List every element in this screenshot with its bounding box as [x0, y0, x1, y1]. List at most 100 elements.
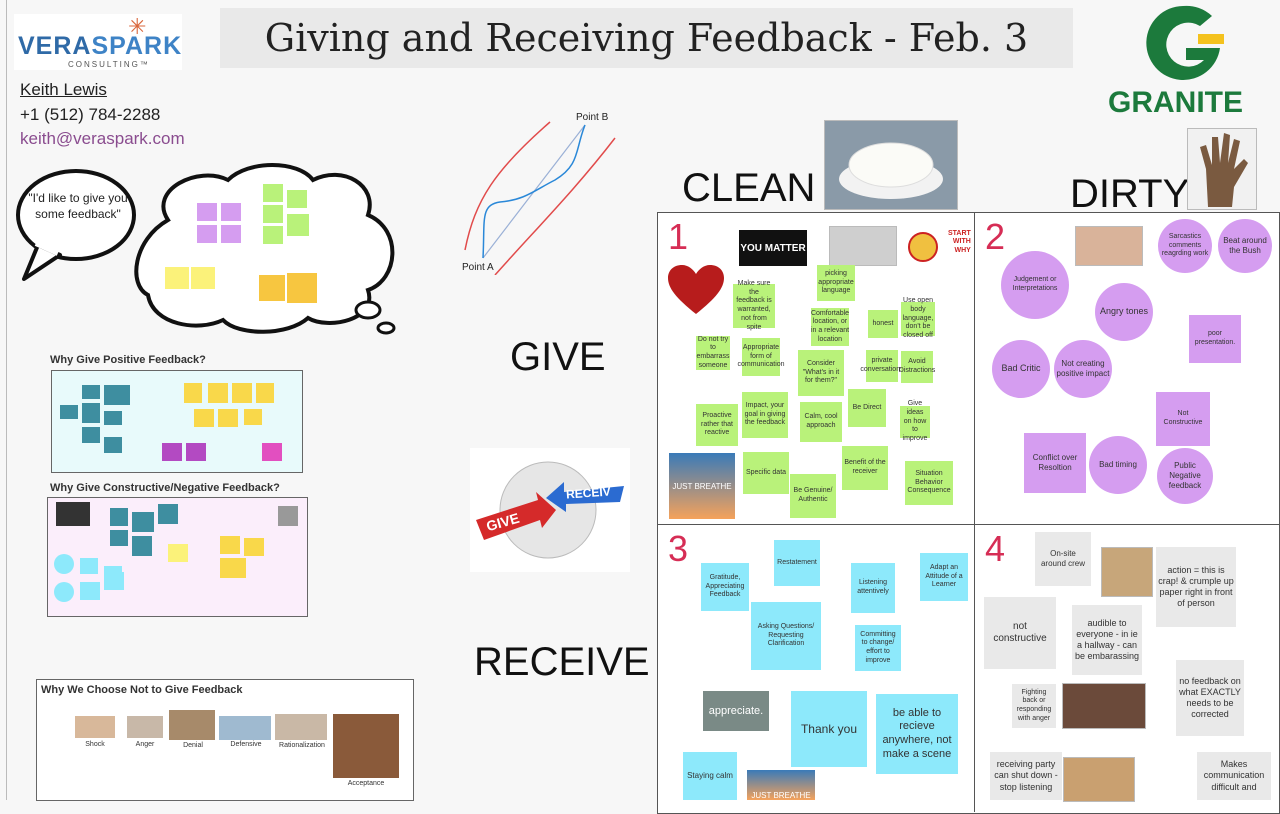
sticky-note: Angry tones: [1095, 283, 1153, 341]
quadrant-1-number: 1: [668, 216, 689, 257]
puppy-image: [1063, 757, 1135, 802]
sticky-note: honest: [868, 310, 898, 338]
heart-icon: [668, 265, 724, 314]
mini-note: [104, 437, 122, 453]
mini-note: [184, 383, 202, 403]
sticky-note: Not creating positive impact: [1054, 340, 1112, 398]
mini-note: [168, 544, 188, 562]
sticky-note: Impact, your goal in giving the feedback: [742, 392, 788, 438]
sticky-note: Benefit of the receiver: [842, 446, 888, 490]
left-divider: [6, 0, 7, 800]
drill-sergeant-image: [1101, 547, 1153, 597]
sticky-note: Bad timing: [1089, 436, 1147, 494]
mini-note: [104, 411, 122, 425]
grid-horizontal-line: [657, 524, 1279, 525]
thought-note: [191, 267, 215, 289]
appreciate-image: appreciate.: [703, 691, 769, 731]
veraspark-wordmark: VERASPARK: [18, 32, 183, 60]
soap-image: [824, 120, 958, 210]
positive-board-title: Why Give Positive Feedback?: [50, 354, 206, 366]
mini-note: [220, 536, 240, 554]
quadrant-2-number: 2: [985, 216, 1006, 257]
grid-vertical-line: [974, 212, 975, 812]
contact-email[interactable]: keith@veraspark.com: [20, 129, 185, 148]
sticky-note: Asking Questions/ Requesting Clarificati…: [751, 602, 821, 670]
sticky-note: Situation Behavior Consequence: [905, 461, 953, 505]
sticky-note: picking appropriate language: [817, 265, 855, 301]
sticky-note: Makes communication difficult and: [1197, 752, 1271, 800]
give-receive-arrows-icon: [476, 461, 624, 559]
presenter-photo: [829, 226, 897, 266]
thought-note: [263, 184, 283, 202]
not-give-board: Why We Choose Not to Give Feedback Shock…: [36, 679, 414, 801]
mini-note: [244, 538, 264, 556]
mini-photo: [56, 502, 90, 526]
sticky-note: Comfortable location, or in a relevant l…: [811, 308, 849, 346]
path-diagram: [464, 121, 616, 275]
mini-note: [262, 443, 282, 461]
caption-acceptance: Acceptance: [347, 780, 385, 787]
mini-note: [278, 506, 298, 526]
sticky-note: no feedback on what EXACTLY needs to be …: [1176, 660, 1244, 736]
sticky-note: be able to recieve anywhere, not make a …: [876, 694, 958, 774]
acceptance-photo: [333, 714, 399, 778]
sticky-note: Avoid Distractions: [899, 351, 935, 383]
granite-g-logo: [1146, 5, 1224, 80]
caption-denial: Denial: [183, 742, 203, 749]
granite-wordmark: GRANITE: [1108, 86, 1243, 119]
sticky-note: Public Negative feedback: [1157, 448, 1213, 504]
mini-note: [208, 383, 228, 403]
page-title: Giving and Receiving Feedback - Feb. 3: [264, 16, 1029, 60]
sticky-note: audible to everyone - in ie a hallway - …: [1072, 605, 1142, 675]
mini-note: [82, 427, 100, 443]
thought-note: [221, 203, 241, 221]
mini-note: [80, 582, 100, 600]
just-breathe-image-2: JUST BREATHE: [747, 770, 815, 800]
thought-note: [287, 190, 307, 208]
clean-label: CLEAN: [682, 166, 816, 210]
mini-note: [80, 558, 98, 574]
mini-note: [104, 385, 130, 405]
sticky-note: Adapt an Attitude of a Learner: [920, 553, 968, 601]
defensive-photo: [219, 716, 271, 740]
mini-note: [104, 572, 124, 590]
point-a-label: Point A: [462, 262, 494, 273]
sticky-note: Beat around the Bush: [1218, 219, 1272, 273]
sticky-note: Gratitude, Appreciating Feedback: [701, 563, 749, 611]
thought-note: [197, 225, 217, 243]
sticky-note: On-site around crew: [1035, 532, 1091, 586]
dirty-hand-image: [1187, 128, 1257, 210]
thought-note: [263, 226, 283, 244]
mini-note: [162, 443, 182, 461]
thought-note: [263, 205, 283, 223]
contact-phone: +1 (512) 784-2288: [20, 105, 161, 124]
quadrant-3-number: 3: [668, 528, 689, 569]
sticky-note: Restatement: [774, 540, 820, 586]
mini-note: [218, 409, 238, 427]
thought-note: [165, 267, 189, 289]
shock-photo: [75, 716, 115, 738]
sticky-note: Fighting back or responding with anger: [1012, 684, 1056, 728]
sticky-note: Consider "What's in it for them?": [798, 350, 844, 396]
sticky-note: Conflict over Resoltion: [1024, 433, 1086, 493]
soap-icon: [839, 142, 943, 199]
spark-icon: ✳: [128, 14, 147, 39]
crying-man-image: [1062, 683, 1146, 729]
mini-note: [244, 409, 262, 425]
mini-note: [132, 536, 152, 556]
sticky-note: Committing to change/ effort to improve: [855, 625, 901, 671]
sticky-note: Use open body language, don't be closed …: [901, 297, 935, 339]
sticky-note: Thank you: [791, 691, 867, 767]
denial-photo: [169, 710, 215, 740]
just-breathe-image: JUST BREATHE: [669, 453, 735, 519]
positive-board: [51, 370, 303, 473]
mini-note: [132, 512, 154, 532]
veraspark-subtitle: CONSULTING™: [68, 60, 150, 69]
mini-note: [82, 403, 100, 423]
mini-note: [158, 504, 178, 524]
hand-icon: [1200, 133, 1248, 207]
mini-note: [82, 385, 100, 399]
mini-note: [110, 508, 128, 526]
mini-note: [220, 558, 246, 578]
